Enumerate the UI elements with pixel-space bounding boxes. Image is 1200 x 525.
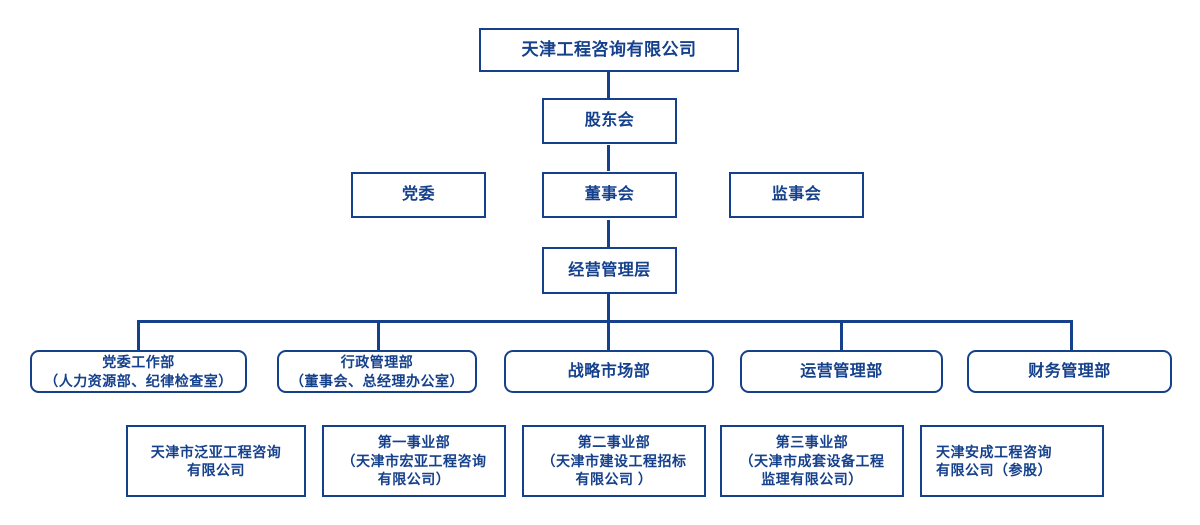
node-department-strategy-market-label: 战略市场部 [567,362,651,380]
node-party-committee[interactable]: 党委 [351,172,486,218]
connector-department-bus [137,320,1073,323]
node-subsidiary-ancheng[interactable]: 天津安成工程咨询 有限公司（参股） [920,425,1104,497]
node-board-of-directors[interactable]: 董事会 [542,172,677,218]
node-department-administration-label: 行政管理部 （董事会、总经理办公室） [290,354,464,389]
node-subsidiary-division-two[interactable]: 第二事业部 （天津市建设工程招标 有限公司 ） [522,425,706,497]
node-board-of-supervisors[interactable]: 监事会 [729,172,864,218]
connector-company-to-shareholders [607,71,610,98]
node-board-of-supervisors-label: 监事会 [771,186,822,204]
node-department-finance[interactable]: 财务管理部 [967,350,1172,393]
node-subsidiary-division-three[interactable]: 第三事业部 （天津市成套设备工程 监理有限公司） [720,425,904,497]
connector-board-to-management [607,220,610,247]
node-department-strategy-market[interactable]: 战略市场部 [504,350,714,393]
node-management-layer-label: 经营管理层 [568,261,651,279]
node-subsidiary-division-one[interactable]: 第一事业部 （天津市宏亚工程咨询 有限公司） [322,425,506,497]
node-company[interactable]: 天津工程咨询有限公司 [479,28,739,72]
node-department-finance-label: 财务管理部 [1028,362,1111,380]
node-management-layer[interactable]: 经营管理层 [542,247,677,294]
node-shareholders-meeting-label: 股东会 [584,112,635,130]
node-subsidiary-division-three-label: 第三事业部 （天津市成套设备工程 监理有限公司） [739,434,885,488]
connector-bus-to-department-4 [840,320,843,350]
node-subsidiary-ancheng-label: 天津安成工程咨询 有限公司（参股） [936,443,1052,478]
node-department-operations-label: 运营管理部 [800,362,883,380]
connector-bus-to-department-1 [137,320,140,350]
node-department-operations[interactable]: 运营管理部 [740,350,943,393]
connector-bus-to-department-5 [1070,320,1073,350]
node-company-label: 天津工程咨询有限公司 [521,39,697,59]
connector-bus-to-department-3 [607,320,610,350]
node-department-administration[interactable]: 行政管理部 （董事会、总经理办公室） [277,350,477,393]
node-subsidiary-division-two-label: 第二事业部 （天津市建设工程招标 有限公司 ） [541,434,687,488]
node-shareholders-meeting[interactable]: 股东会 [542,98,677,144]
node-department-party-work[interactable]: 党委工作部 （人力资源部、纪律检查室） [30,350,247,393]
connector-shareholders-to-board [607,145,610,171]
connector-bus-to-department-2 [377,320,380,350]
connector-management-to-bus [607,294,610,322]
node-subsidiary-fanya[interactable]: 天津市泛亚工程咨询 有限公司 [126,425,306,497]
node-department-party-work-label: 党委工作部 （人力资源部、纪律检查室） [44,354,233,389]
node-subsidiary-fanya-label: 天津市泛亚工程咨询 有限公司 [150,443,282,478]
node-party-committee-label: 党委 [401,186,435,204]
node-board-of-directors-label: 董事会 [584,186,635,204]
node-subsidiary-division-one-label: 第一事业部 （天津市宏亚工程咨询 有限公司） [341,434,487,488]
